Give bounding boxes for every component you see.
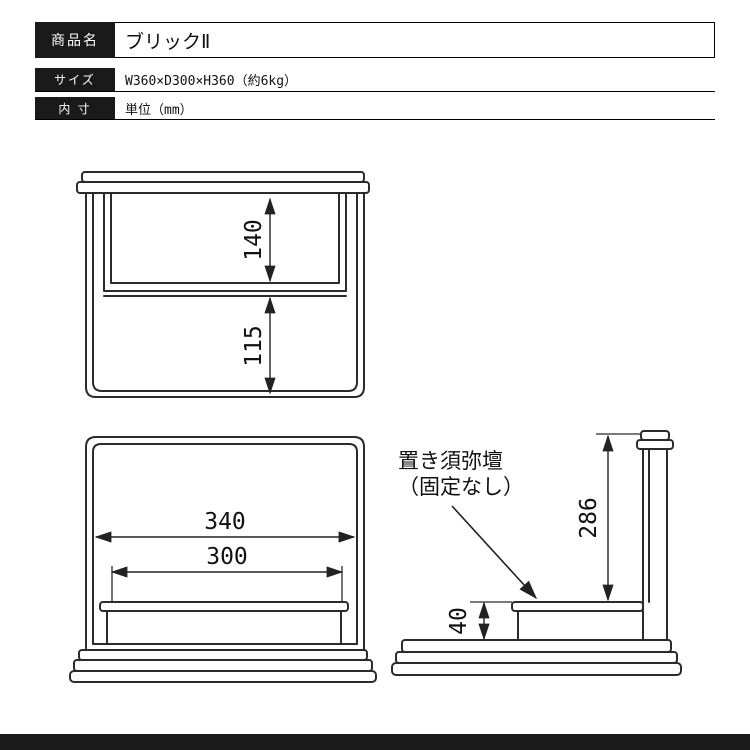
cabinet-body-outline <box>85 192 365 398</box>
inner-width-dim-label: 340 <box>204 509 246 535</box>
inner-dimension-row: 内 寸 単位（mm） <box>35 97 715 120</box>
cabinet-body-inner-border <box>92 192 358 392</box>
back-panel-cap2 <box>636 439 674 450</box>
top-lid-lower <box>76 181 370 194</box>
lower-body-outline <box>85 436 365 651</box>
opening-frame <box>103 192 347 297</box>
base-step3-side <box>391 662 682 676</box>
unit-value: 単位（mm） <box>125 102 193 118</box>
stage-top-slab-side <box>511 601 644 612</box>
annotation-line1: 置き須弥壇 <box>398 450 503 473</box>
size-label: サイズ <box>35 68 115 91</box>
stage-width-dim-label: 300 <box>206 544 248 570</box>
base-step1-side <box>401 639 672 653</box>
base-step2-side <box>395 651 678 664</box>
base-step2-front <box>73 659 373 672</box>
size-value: W360×D300×H360（約6kg） <box>125 74 298 89</box>
inner-dimension-label: 内 寸 <box>35 97 115 119</box>
product-name-label: 商品名 <box>35 22 115 58</box>
opening-height-dim-label: 140 <box>241 219 267 261</box>
back-panel-cap1 <box>640 430 670 441</box>
front-upper-view: 140 115 <box>76 171 370 398</box>
base-step3-front <box>69 670 377 683</box>
back-height-dim-label: 286 <box>576 497 602 539</box>
product-name-row: 商品名 ブリックⅡ <box>35 22 715 58</box>
front-lower-view: 340 300 <box>69 436 377 683</box>
stage-height-dim-label: 40 <box>446 607 472 635</box>
annotation-line2: （固定なし） <box>398 476 524 499</box>
product-name-value: ブリックⅡ <box>115 22 715 58</box>
back-panel-sides <box>642 448 668 641</box>
lower-body-inner-border <box>92 443 358 645</box>
stage-body-front <box>106 610 342 645</box>
size-row: サイズ W360×D300×H360（約6kg） <box>35 68 715 92</box>
stage-width-extension-ticks <box>111 566 343 601</box>
base-step1-front <box>78 649 368 661</box>
footer-bar <box>0 734 750 750</box>
side-view: 286 40 置き須弥壇 （固定なし） <box>391 430 682 676</box>
lower-panel-height-dim-label: 115 <box>241 325 267 367</box>
stage-top-slab-front <box>99 601 349 612</box>
top-lid-upper <box>81 171 365 183</box>
annotation-leader-arrow <box>451 505 538 600</box>
